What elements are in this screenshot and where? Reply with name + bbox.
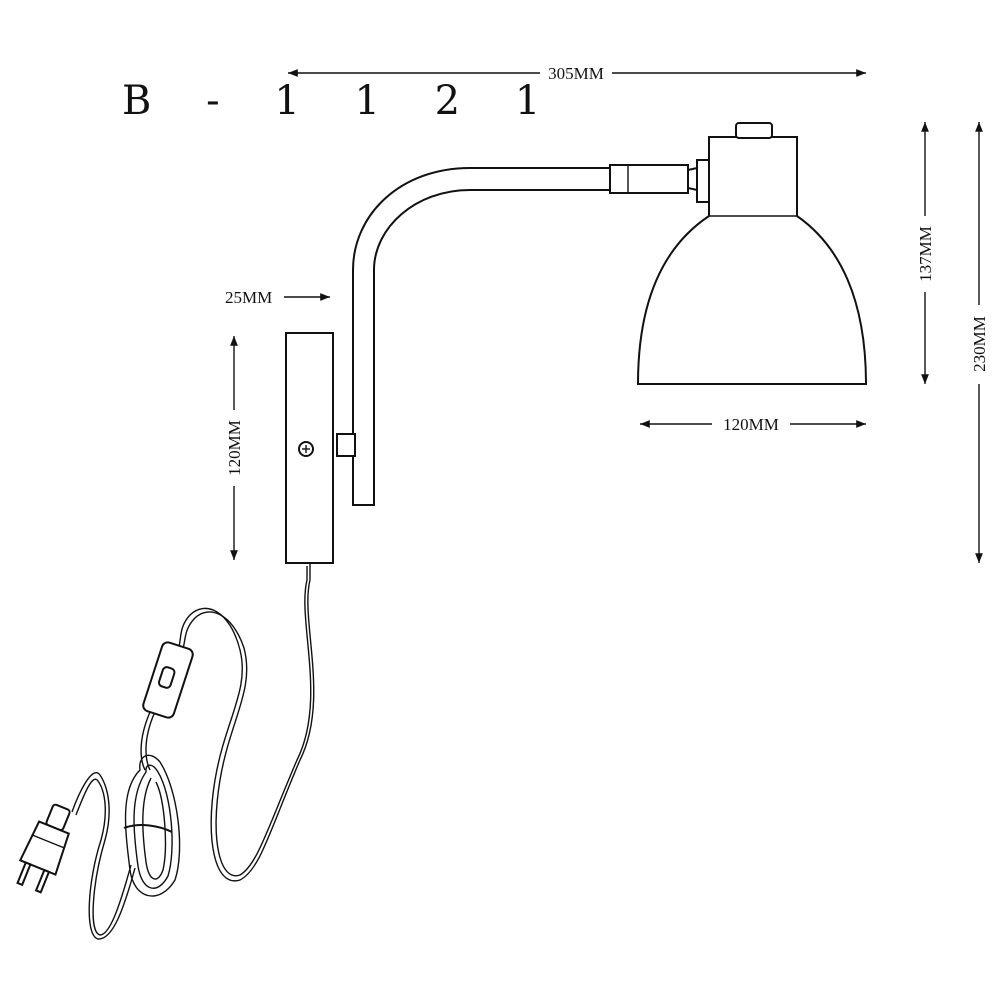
shade-bracket bbox=[696, 159, 710, 203]
cord-tie-icon bbox=[123, 824, 173, 833]
lamp-shade bbox=[636, 136, 868, 385]
shade-diameter-label: 120MM bbox=[723, 415, 779, 434]
backplate-depth-label: 25MM bbox=[225, 288, 272, 307]
dimension-overall-width: 305MM bbox=[288, 64, 866, 83]
power-cord bbox=[177, 563, 315, 882]
model-number: B - 1 1 2 1 bbox=[122, 78, 562, 124]
switch-button-icon bbox=[157, 666, 176, 689]
shade-height-label: 137MM bbox=[916, 226, 935, 282]
shade-switch-knob bbox=[735, 122, 773, 139]
overall-width-label: 305MM bbox=[548, 64, 604, 83]
arm-mount-collar bbox=[336, 433, 356, 457]
overall-height-label: 230MM bbox=[970, 316, 989, 372]
swivel-joint bbox=[687, 166, 698, 192]
backplate-height-label: 120MM bbox=[225, 420, 244, 476]
plug bbox=[16, 803, 71, 894]
lamp-arm bbox=[352, 167, 611, 506]
dimension-shade-diameter: 120MM bbox=[640, 415, 866, 434]
plug-prong-left bbox=[16, 861, 32, 887]
dimension-shade-height: 137MM bbox=[916, 122, 935, 384]
inline-switch bbox=[142, 641, 194, 719]
arm-sleeve bbox=[609, 164, 689, 194]
dimension-backplate-depth: 25MM bbox=[225, 288, 330, 307]
dimension-overall-height: 230MM bbox=[970, 122, 989, 563]
lamp-illustration bbox=[16, 122, 868, 940]
coiled-cord bbox=[123, 754, 181, 897]
plug-prong-right bbox=[34, 868, 51, 894]
dimension-backplate-height: 120MM bbox=[225, 336, 244, 560]
